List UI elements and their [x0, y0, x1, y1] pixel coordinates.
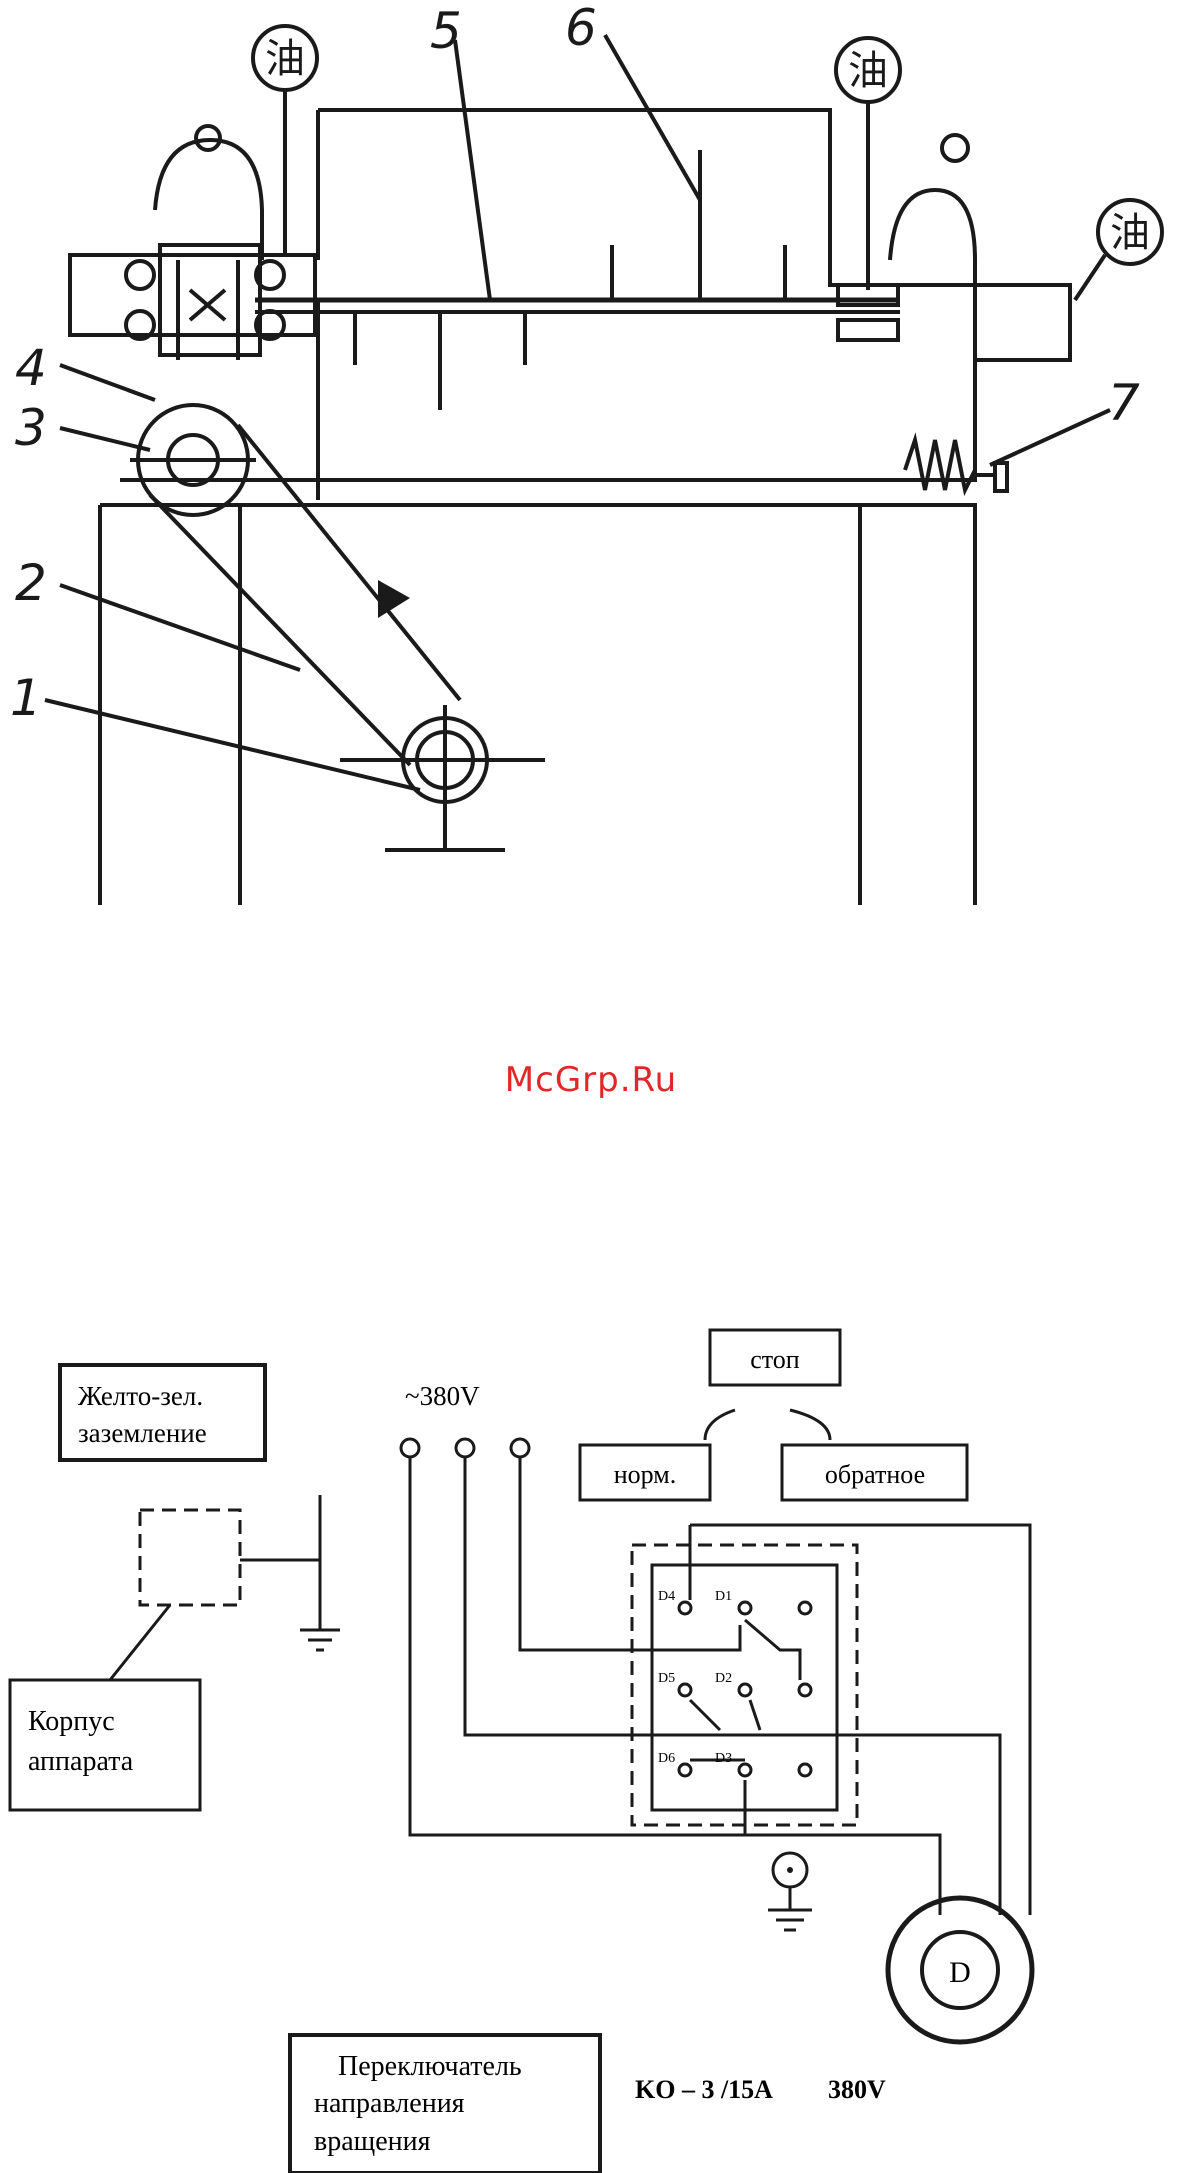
contact-circles [679, 1602, 811, 1776]
part-number-4: 4 [15, 339, 47, 397]
housing-label: аппарата [28, 1746, 134, 1777]
bearing [126, 261, 154, 289]
housing-dashed [140, 1510, 240, 1605]
switch-label: направления [314, 2088, 465, 2119]
contact-label: D4 [658, 1589, 675, 1604]
contact-label: D3 [715, 1751, 732, 1766]
contact-label: D5 [658, 1671, 675, 1686]
voltage-label: ~380V [405, 1381, 480, 1411]
oil-symbol: 油 [836, 38, 900, 102]
part-number-5: 5 [430, 2, 462, 60]
housing-label: Корпус [28, 1706, 115, 1737]
oil-symbol: 油 [1098, 200, 1162, 264]
spring [905, 440, 975, 490]
switch-label: вращения [314, 2126, 431, 2157]
contact-label: D1 [715, 1589, 732, 1604]
machine-frame [100, 505, 975, 905]
oil-symbol: 油 [253, 26, 317, 90]
pulley-housing [155, 140, 262, 260]
part-number-1: 1 [10, 669, 42, 727]
part-number-7: 7 [1108, 374, 1140, 432]
switch-label: Переключатель [338, 2051, 522, 2082]
watermark: McGrp.Ru [0, 1060, 1182, 1100]
reverse-label: обратное [825, 1460, 925, 1489]
contact-label: D6 [658, 1751, 675, 1766]
part-number-6: 6 [565, 0, 597, 57]
terminal [456, 1439, 474, 1457]
normal-label: норм. [614, 1460, 676, 1489]
motor-label: D [949, 1956, 971, 1989]
stirring-blades [355, 150, 785, 410]
ground-label: заземление [78, 1418, 207, 1448]
wiring-diagram: Желто-зел. заземление ~380V стоп норм. о… [0, 1290, 1182, 2173]
stop-label: стоп [750, 1345, 800, 1374]
model-label: KO – 3 /15A [635, 2075, 773, 2104]
housing-label-box [10, 1680, 200, 1810]
ground-label: Желто-зел. [78, 1381, 203, 1411]
svg-text:油: 油 [848, 48, 888, 94]
terminal [511, 1439, 529, 1457]
contact-label: D2 [715, 1671, 732, 1686]
part-number-3: 3 [15, 399, 47, 457]
svg-text:油: 油 [265, 36, 305, 82]
svg-text:油: 油 [1110, 210, 1150, 256]
mechanical-drawing: 油 油 油 1 2 3 4 5 6 7 [0, 0, 1182, 1000]
model-voltage-label: 380V [828, 2075, 886, 2104]
direction-arrow-icon [378, 580, 410, 618]
tank [120, 110, 1070, 500]
terminal [401, 1439, 419, 1457]
part-number-2: 2 [15, 554, 47, 612]
